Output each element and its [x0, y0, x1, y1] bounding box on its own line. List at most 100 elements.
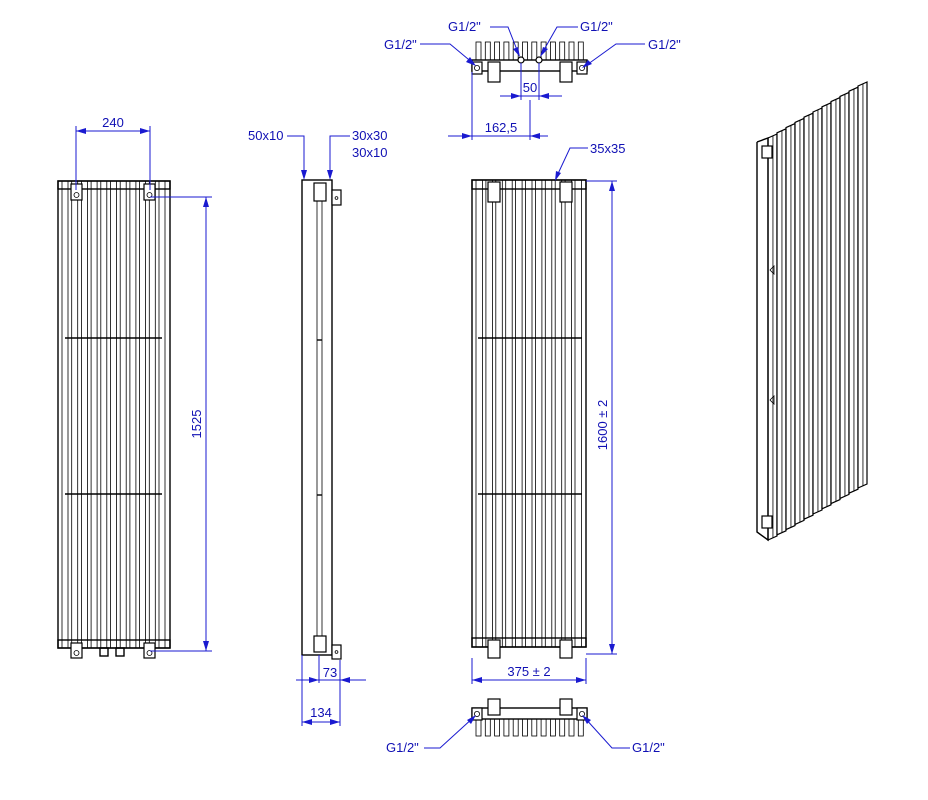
bottom-view-fin [577, 718, 584, 737]
side-view-outer-tube [301, 179, 333, 656]
top-view-fin [503, 41, 510, 61]
front-view-foot [99, 647, 109, 657]
side-view-bracket-hole [334, 196, 339, 200]
side-tube-label-2: 30x10 [352, 145, 387, 160]
front-view-tube [61, 180, 69, 649]
top-view-bracket-left [487, 61, 501, 83]
bottom-view-fin [503, 718, 510, 737]
isometric-bracket [769, 395, 775, 405]
top-connection-mid-right-label: G1/2" [580, 19, 613, 34]
bottom-connection-right-arrow [582, 715, 591, 724]
side-view-bottom-bracket [331, 644, 342, 660]
isometric-top-lug [761, 145, 773, 159]
front-view-tube [148, 180, 156, 649]
side-offset-arrow-left [309, 677, 319, 683]
front-width-arrow-left [76, 128, 86, 134]
bottom-connection-right-label: G1/2" [632, 740, 665, 755]
rear-view-tube [475, 179, 483, 648]
front-view-lug-hole [146, 192, 153, 198]
front-view-top-header [57, 180, 171, 190]
side-depth-arrow-right [330, 719, 340, 725]
rear-view-bracket [487, 639, 501, 659]
top-offset-label: 162,5 [485, 120, 518, 135]
side-bracket-leader-arrow [301, 170, 307, 180]
front-view-tube [110, 180, 117, 649]
side-tube-leader-arrow [327, 170, 333, 180]
front-view-tube [81, 180, 88, 649]
front-view-tube [129, 180, 137, 649]
isometric-tube [767, 133, 778, 541]
front-view-tubes [57, 180, 171, 649]
side-bracket-leader [287, 135, 305, 176]
top-view-lug-hole-right [579, 65, 586, 72]
rear-view: 35x35 1600 ± 2 375 ± 2 [471, 141, 625, 684]
bottom-view-lug-hole-left [473, 711, 480, 718]
top-connection-mid-right-arrow [540, 47, 548, 57]
front-view-tube [158, 180, 166, 649]
top-connection-mid-left-arrow [513, 47, 520, 57]
bottom-view-lug-right [576, 707, 588, 721]
isometric-bracket [769, 265, 775, 275]
side-tube-label-1: 30x30 [352, 128, 387, 143]
bottom-view-fin [475, 718, 482, 737]
rear-height-label: 1600 ± 2 [595, 400, 610, 451]
rear-view-tube [574, 179, 582, 648]
rear-view-tubes [471, 179, 587, 648]
rear-view-tube [495, 179, 503, 648]
top-view-fins [475, 41, 584, 61]
side-offset-label: 73 [323, 665, 337, 680]
isometric-tube [839, 91, 850, 500]
top-view-lug-hole-left [473, 65, 480, 72]
top-spacing-label: 50 [523, 80, 537, 95]
front-view: 240 1525 [57, 115, 212, 659]
bottom-view-fins [475, 718, 584, 737]
rear-width-arrow-left [472, 677, 482, 683]
side-depth-arrow-left [302, 719, 312, 725]
top-connection-far-left-leader [420, 43, 475, 65]
top-offset-arrow-left [462, 133, 472, 139]
side-view-top-cap [313, 182, 327, 202]
top-spacing-arrow-left [511, 93, 521, 99]
rear-view-tube [535, 179, 543, 648]
front-height-label: 1525 [189, 410, 204, 439]
front-height-arrow-bottom [203, 641, 209, 651]
front-view-lug-hole [73, 650, 80, 656]
isometric-side-panel [756, 137, 769, 542]
bottom-connection-left-leader [424, 716, 475, 749]
front-view-lug-hole [73, 192, 80, 198]
front-width-label: 240 [102, 115, 124, 130]
isometric-tube [830, 96, 841, 505]
isometric-tube [812, 107, 823, 515]
isometric-view [756, 81, 868, 542]
rear-view-tube [554, 179, 563, 648]
side-view: 50x10 30x30 30x10 73 134 [248, 128, 387, 726]
bottom-view: G1/2" G1/2" [386, 698, 665, 755]
isometric-bottom-lug [761, 515, 773, 529]
bottom-connection-left-arrow [467, 715, 476, 724]
front-view-tube [90, 180, 98, 649]
rear-height-arrow-top [609, 181, 615, 191]
top-view-fin [484, 41, 491, 61]
rear-view-tube [515, 179, 523, 648]
rear-view-tube [544, 179, 553, 648]
top-connection-far-left-arrow [466, 57, 476, 66]
side-view-top-bracket [331, 189, 342, 206]
top-offset-arrow-right [530, 133, 540, 139]
side-view-bottom-cap [313, 635, 327, 653]
rear-tube-label: 35x35 [590, 141, 625, 156]
bottom-view-fin [522, 718, 528, 737]
bottom-view-fin [494, 718, 501, 737]
bottom-view-fin [550, 718, 556, 737]
top-view-bracket-right [559, 61, 573, 83]
isometric-tube [857, 81, 868, 489]
rear-view-bracket [559, 181, 573, 203]
isometric-tube [848, 86, 859, 495]
bottom-view-lug-left [471, 707, 483, 721]
front-view-tube [71, 180, 79, 649]
isometric-tube [803, 112, 814, 521]
top-view-fin [531, 41, 538, 61]
top-connection-far-left-label: G1/2" [384, 37, 417, 52]
top-view: G1/2" G1/2" G1/2" G1/2" 50 162,5 [384, 19, 681, 140]
top-view-fin [494, 41, 501, 61]
bottom-view-fin [559, 718, 566, 737]
